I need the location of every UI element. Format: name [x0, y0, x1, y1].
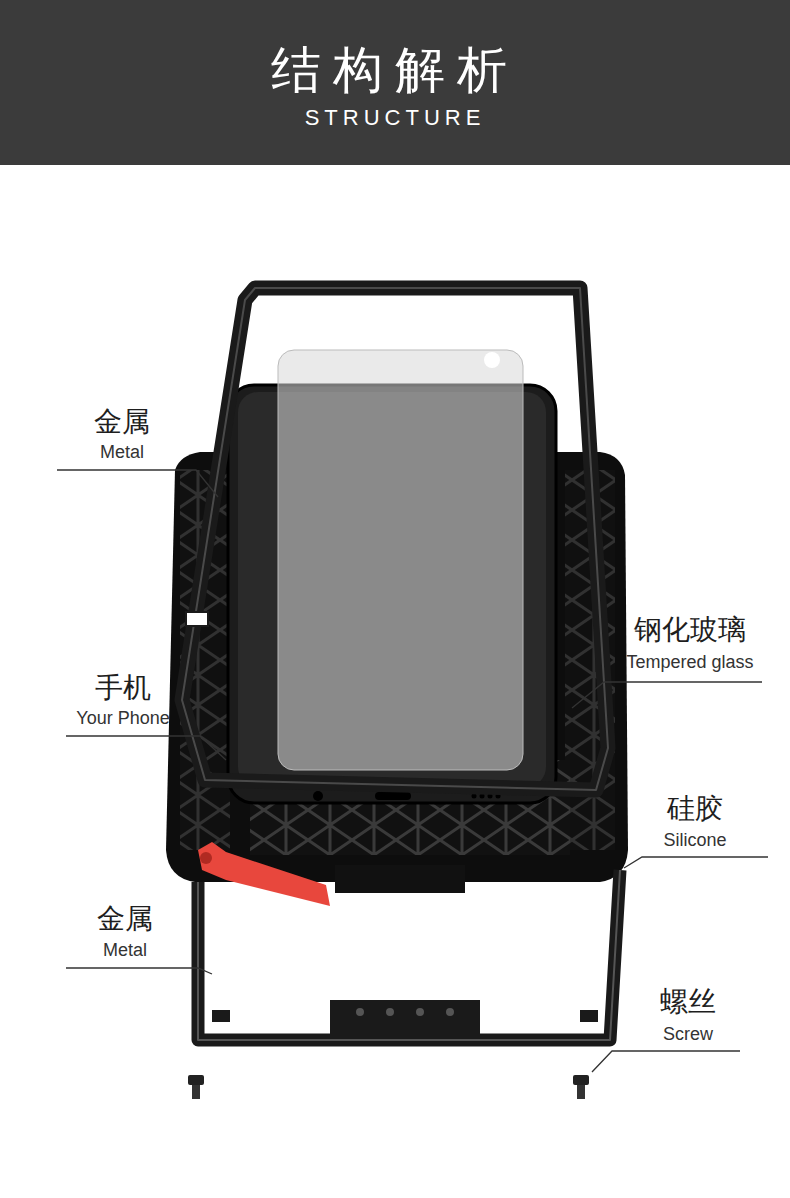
part-name: 钢化玻璃 [634, 614, 746, 646]
leader-lines [57, 470, 768, 1072]
red-latch [198, 842, 330, 906]
part-name: 硅胶 [667, 793, 723, 825]
screws [188, 1075, 589, 1099]
part-name: 金属 [94, 406, 150, 438]
part-name: Metal [103, 940, 147, 961]
part-name: 金属 [97, 903, 153, 935]
part-name: Silicone [663, 830, 726, 851]
part-name: Tempered glass [626, 652, 753, 673]
bottom-metal-frame [198, 870, 620, 1040]
tempered-glass [278, 350, 523, 770]
top-metal-frame [182, 288, 608, 790]
part-name: Your Phone [76, 708, 169, 729]
header-band [0, 0, 790, 165]
part-name: Screw [663, 1024, 713, 1045]
subtitle: STRUCTURE [305, 105, 486, 130]
part-name: 手机 [95, 672, 151, 704]
part-name: Metal [100, 442, 144, 463]
part-name: 螺丝 [660, 986, 716, 1018]
page-title: 结构解析 [271, 42, 519, 100]
